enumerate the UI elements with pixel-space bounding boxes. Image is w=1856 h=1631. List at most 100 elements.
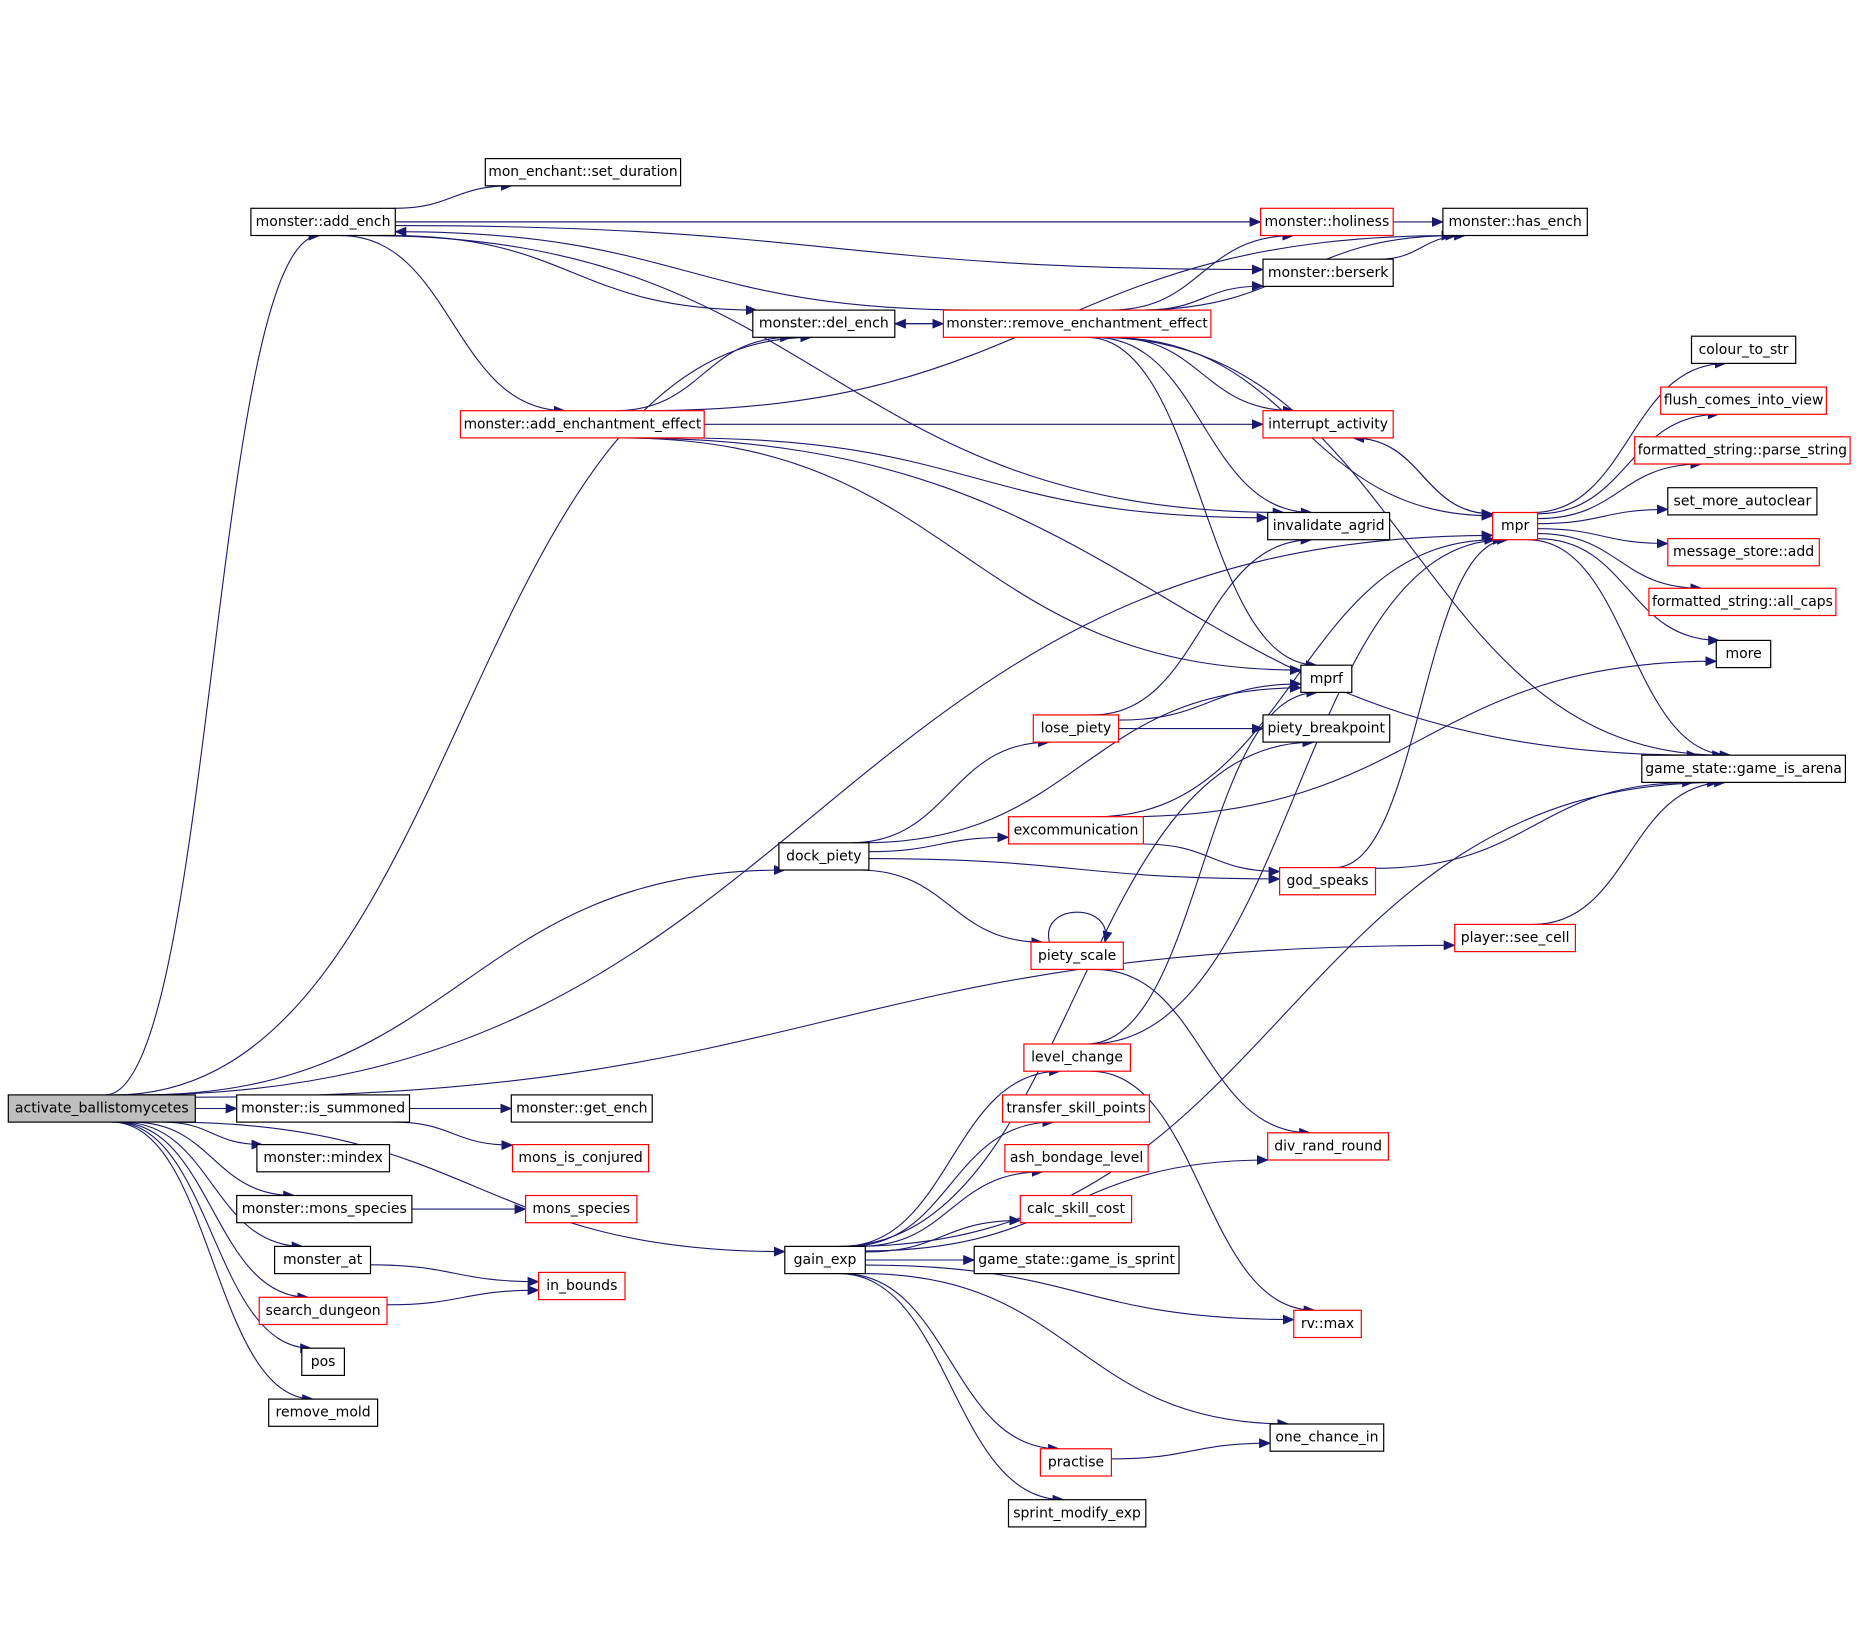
node-gain-exp[interactable]: gain_exp <box>784 1245 866 1275</box>
node-piety-breakpoint[interactable]: piety_breakpoint <box>1262 714 1391 743</box>
edge-add_effect-to-invalidate_agrid <box>682 437 1269 523</box>
edge-mpr-to-colour_to_str <box>1532 358 1727 514</box>
edge-remove_effect-to-add_ench <box>394 226 977 311</box>
node-add-effect[interactable]: monster::add_enchantment_effect <box>459 410 705 439</box>
edge-dock_piety-to-mprf <box>862 682 1302 844</box>
node-message-store-add[interactable]: message_store::add <box>1667 537 1820 567</box>
node-add-ench[interactable]: monster::add_ench <box>250 207 396 237</box>
node-invalidate-agrid[interactable]: invalidate_agrid <box>1267 511 1391 541</box>
node-all-caps[interactable]: formatted_string::all_caps <box>1648 587 1837 617</box>
node-box <box>1267 1132 1389 1161</box>
node-label: ash_bondage_level <box>1010 1150 1143 1166</box>
node-remove-effect[interactable]: monster::remove_enchantment_effect <box>942 309 1212 338</box>
node-one-chance-in[interactable]: one_chance_in <box>1269 1423 1385 1452</box>
node-set-duration[interactable]: mon_enchant::set_duration <box>484 158 682 187</box>
edge-excommunication-to-mpr <box>1095 534 1497 818</box>
edge-add_ench-to-invalidate_agrid <box>368 235 1285 518</box>
node-transfer-skill-points[interactable]: transfer_skill_points <box>1001 1094 1150 1123</box>
node-ash-bondage-level[interactable]: ash_bondage_level <box>1004 1143 1149 1173</box>
node-box <box>1660 386 1827 415</box>
node-search-dungeon[interactable]: search_dungeon <box>258 1296 388 1326</box>
node-mons-species-m[interactable]: monster::mons_species <box>236 1194 413 1224</box>
node-berserk[interactable]: monster::berserk <box>1262 258 1394 288</box>
node-box <box>236 1194 413 1224</box>
node-mons-species[interactable]: mons_species <box>524 1194 638 1224</box>
node-mprf[interactable]: mprf <box>1300 664 1353 694</box>
node-see-cell[interactable]: player::see_cell <box>1454 923 1576 953</box>
edge-gain_exp-to-sprint_modify_exp <box>838 1273 1065 1505</box>
node-piety-scale[interactable]: piety_scale <box>1030 941 1124 971</box>
node-label: monster::mons_species <box>242 1201 407 1217</box>
node-label: in_bounds <box>546 1278 617 1294</box>
node-box <box>1667 487 1818 516</box>
edge-god_speaks-to-mpr <box>1334 534 1509 869</box>
node-practise[interactable]: practise <box>1039 1448 1113 1477</box>
node-level-change[interactable]: level_change <box>1023 1043 1132 1072</box>
node-label: practise <box>1048 1454 1104 1470</box>
edge-mpr-to-message_store_add <box>1537 528 1669 549</box>
node-mindex[interactable]: monster::mindex <box>256 1143 391 1173</box>
node-mons-is-conjured[interactable]: mons_is_conjured <box>511 1143 650 1173</box>
node-game-is-arena[interactable]: game_state::game_is_arena <box>1641 754 1847 784</box>
node-interrupt-activity[interactable]: interrupt_activity <box>1262 410 1394 439</box>
node-activate-ballistomycetes[interactable]: activate_ballistomycetes <box>7 1094 196 1123</box>
node-label: mprf <box>1310 671 1344 687</box>
edge-see_cell-to-game_is_arena <box>1533 777 1727 925</box>
edge-search_dungeon-to-in_bounds <box>387 1285 540 1306</box>
edge-excommunication-to-god_speaks <box>1143 843 1281 877</box>
node-label: sprint_modify_exp <box>1013 1505 1141 1521</box>
node-remove-mold[interactable]: remove_mold <box>268 1398 379 1427</box>
node-box <box>1019 1194 1133 1224</box>
edge-dock_piety-to-piety_scale <box>858 869 1044 948</box>
node-calc-skill-cost[interactable]: calc_skill_cost <box>1019 1194 1133 1224</box>
node-box <box>484 158 682 187</box>
edge-remove_effect-to-invalidate_agrid <box>1094 336 1313 518</box>
node-lose-piety[interactable]: lose_piety <box>1032 714 1120 743</box>
node-more[interactable]: more <box>1715 639 1772 669</box>
edge-add_ench-to-berserk <box>395 225 1264 275</box>
node-mpr[interactable]: mpr <box>1491 511 1539 541</box>
node-box <box>256 1143 391 1173</box>
node-rv-max[interactable]: rv::max <box>1293 1309 1362 1339</box>
node-holiness[interactable]: monster::holiness <box>1259 207 1394 237</box>
node-flush-comes-into-view[interactable]: flush_comes_into_view <box>1660 386 1827 415</box>
node-colour-to-str[interactable]: colour_to_str <box>1690 335 1797 365</box>
node-has-ench[interactable]: monster::has_ench <box>1442 207 1588 237</box>
node-set-more-autoclear[interactable]: set_more_autoclear <box>1667 487 1818 516</box>
node-label: dock_piety <box>786 848 861 864</box>
node-in-bounds[interactable]: in_bounds <box>537 1271 626 1301</box>
edge-mpr-to-game_is_arena <box>1527 539 1732 761</box>
node-label: more <box>1725 646 1761 662</box>
edge-activate_ballistomycetes-to-del_ench <box>114 332 813 1096</box>
edge-mpr-to-set_more_autoclear <box>1537 504 1669 525</box>
node-box <box>752 309 896 338</box>
node-label: monster::holiness <box>1265 214 1390 230</box>
edge-dock_piety-to-lose_piety <box>850 737 1051 844</box>
node-monster-at[interactable]: monster_at <box>274 1245 372 1275</box>
node-excommunication[interactable]: excommunication <box>1007 816 1144 845</box>
node-god-speaks[interactable]: god_speaks <box>1278 866 1377 896</box>
node-label: mons_species <box>532 1201 630 1217</box>
node-div-rand-round[interactable]: div_rand_round <box>1267 1132 1389 1161</box>
edge-activate_ballistomycetes-to-mindex <box>162 1121 264 1150</box>
node-label: mon_enchant::set_duration <box>488 164 677 180</box>
node-del-ench[interactable]: monster::del_ench <box>752 309 896 338</box>
node-parse-string[interactable]: formatted_string::parse_string <box>1634 436 1851 465</box>
node-box <box>973 1245 1180 1275</box>
node-box <box>1001 1094 1150 1123</box>
node-box <box>524 1194 638 1224</box>
node-dock-piety[interactable]: dock_piety <box>778 842 870 871</box>
node-game-is-sprint[interactable]: game_state::game_is_sprint <box>973 1245 1180 1275</box>
edge-add_effect-to-mprf <box>622 437 1302 676</box>
node-box <box>301 1347 345 1376</box>
edge-practise-to-one_chance_in <box>1111 1438 1272 1460</box>
node-sprint-modify-exp[interactable]: sprint_modify_exp <box>1007 1499 1147 1528</box>
node-pos[interactable]: pos <box>301 1347 345 1376</box>
node-get-ench[interactable]: monster::get_ench <box>510 1094 653 1123</box>
edge-monster_at-to-in_bounds <box>370 1264 540 1287</box>
node-is-summoned[interactable]: monster::is_summoned <box>236 1094 411 1123</box>
node-label: excommunication <box>1014 822 1139 838</box>
node-box <box>258 1296 388 1326</box>
edge-gain_exp-to-transfer_skill_points <box>847 1117 1055 1247</box>
node-box <box>1262 258 1394 288</box>
